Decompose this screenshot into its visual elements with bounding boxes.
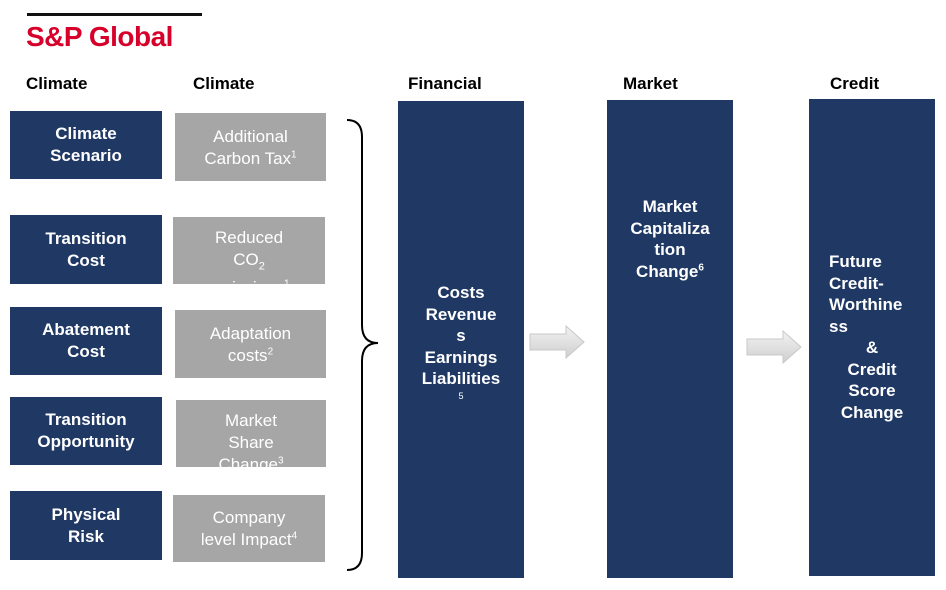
scenario-label: Risk [68,526,104,546]
scenario-label: Opportunity [37,432,135,451]
driver-label: level Impact [200,530,292,549]
scenario-label: Cost [67,250,105,270]
market-label: Market [642,197,698,216]
footnote-marker: 2 [267,346,274,358]
driver-label: emissions [208,278,284,284]
market-label: Change [636,261,699,281]
driver-box-company-impact: Company level Impact4 [173,495,325,562]
scenario-label: Cost [67,342,105,361]
driver-label: Adaptation [209,324,292,343]
credit-label: Credit [847,359,897,379]
scenario-label: Transition [45,410,127,429]
right-arrow-icon [529,325,585,359]
driver-label: Carbon Tax [204,149,292,168]
header-market: Market [623,74,678,93]
footnote-marker: 5 [458,390,464,401]
market-label: Capitaliza [630,218,710,238]
scenario-label: Transition [45,228,127,248]
right-arrow-icon [746,330,802,364]
right-curly-brace-icon [346,119,379,571]
credit-box: Future Credit- Worthine ss & Credit Scor… [809,99,935,576]
footnote-marker: 6 [698,261,704,273]
footnote-marker: 1 [291,149,297,161]
driver-label: Share [228,433,274,452]
credit-label: ss [829,316,848,336]
header-climate-driver: Climate [193,74,255,93]
credit-label: Credit- [829,273,884,293]
financial-box: Costs Revenue s Earnings Liabilities 5 [398,101,524,578]
scenario-label: Scenario [50,146,122,165]
scenario-label: Abatement [42,320,130,339]
driver-label: CO [233,250,259,269]
credit-label: Score [848,381,896,400]
driver-label: Change [218,455,278,467]
scenario-label: Climate [55,124,117,143]
financial-label: Liabilities [421,369,501,388]
footnote-marker: 1 [284,279,290,284]
financial-label: Revenue [425,304,497,324]
header-climate-scenario: Climate [26,74,88,93]
driver-box-carbon-tax: Additional Carbon Tax1 [175,113,326,181]
header-financial: Financial [408,74,482,93]
financial-label: Costs [437,283,485,302]
footnote-marker: 4 [291,530,298,542]
driver-label: Company [212,508,286,527]
footnote-marker: 3 [278,455,284,467]
scenario-label: Physical [51,504,121,524]
driver-label: costs [227,346,268,365]
financial-label: s [456,326,466,345]
credit-label: Change [840,402,904,422]
market-label: tion [654,240,686,259]
financial-label: Earnings [424,347,498,367]
credit-label: & [865,338,879,357]
driver-box-reduced-emissions: Reduced CO2 emissions1 [173,217,325,284]
driver-label: Market [225,411,277,430]
driver-label: Reduced [214,228,284,247]
driver-label: Additional [213,127,288,146]
credit-label: Worthine [829,295,903,314]
driver-box-market-share: Market Share Change3 [176,400,326,467]
credit-label: Future [829,252,882,271]
header-credit: Credit [830,74,880,93]
subscript-2: 2 [258,260,265,273]
sp-global-logo: S&P Global [26,21,173,52]
driver-box-adaptation-costs: Adaptation costs2 [175,310,326,378]
market-box: Market Capitaliza tion Change6 [607,100,733,578]
logo-rule [27,13,202,16]
